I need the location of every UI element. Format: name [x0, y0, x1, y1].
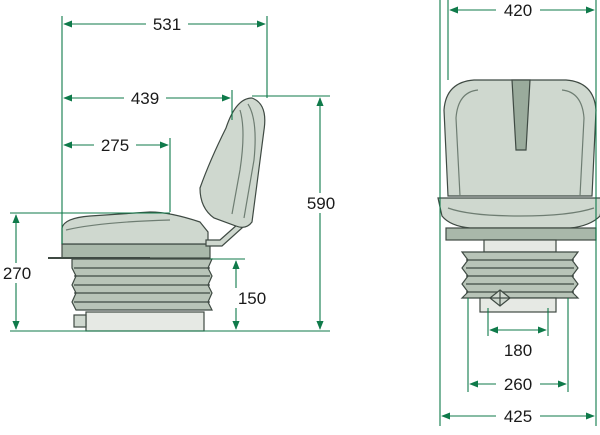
side-view-seat — [48, 97, 266, 332]
label-rail-spacing: 180 — [504, 341, 532, 360]
front-base-plate — [479, 297, 557, 313]
side-seat-frame — [61, 243, 211, 259]
front-backrest-center-strip — [511, 79, 531, 151]
side-base-plate — [85, 311, 205, 332]
label-backrest-to-front: 439 — [131, 89, 159, 108]
side-view-labels: 531 439 275 590 270 150 — [0, 14, 342, 308]
front-view-seat — [437, 79, 600, 313]
side-seat-cushion — [61, 211, 209, 245]
label-suspension-stroke: 150 — [238, 289, 266, 308]
front-suspension-bellows — [460, 251, 580, 299]
front-view-labels: 420 180 260 425 — [496, 0, 540, 426]
label-seat-depth: 275 — [101, 136, 129, 155]
label-seat-height: 270 — [3, 264, 31, 283]
side-base-foot — [73, 314, 87, 328]
label-total-length: 531 — [153, 15, 181, 34]
label-total-width: 425 — [504, 407, 532, 426]
label-base-width: 260 — [504, 375, 532, 394]
front-seat-frame — [445, 227, 597, 241]
side-backrest-bracket — [205, 223, 243, 247]
label-total-height: 590 — [307, 194, 335, 213]
front-seat-cushion — [437, 197, 600, 229]
side-suspension-bellows — [71, 258, 213, 311]
label-backrest-width: 420 — [504, 1, 532, 20]
